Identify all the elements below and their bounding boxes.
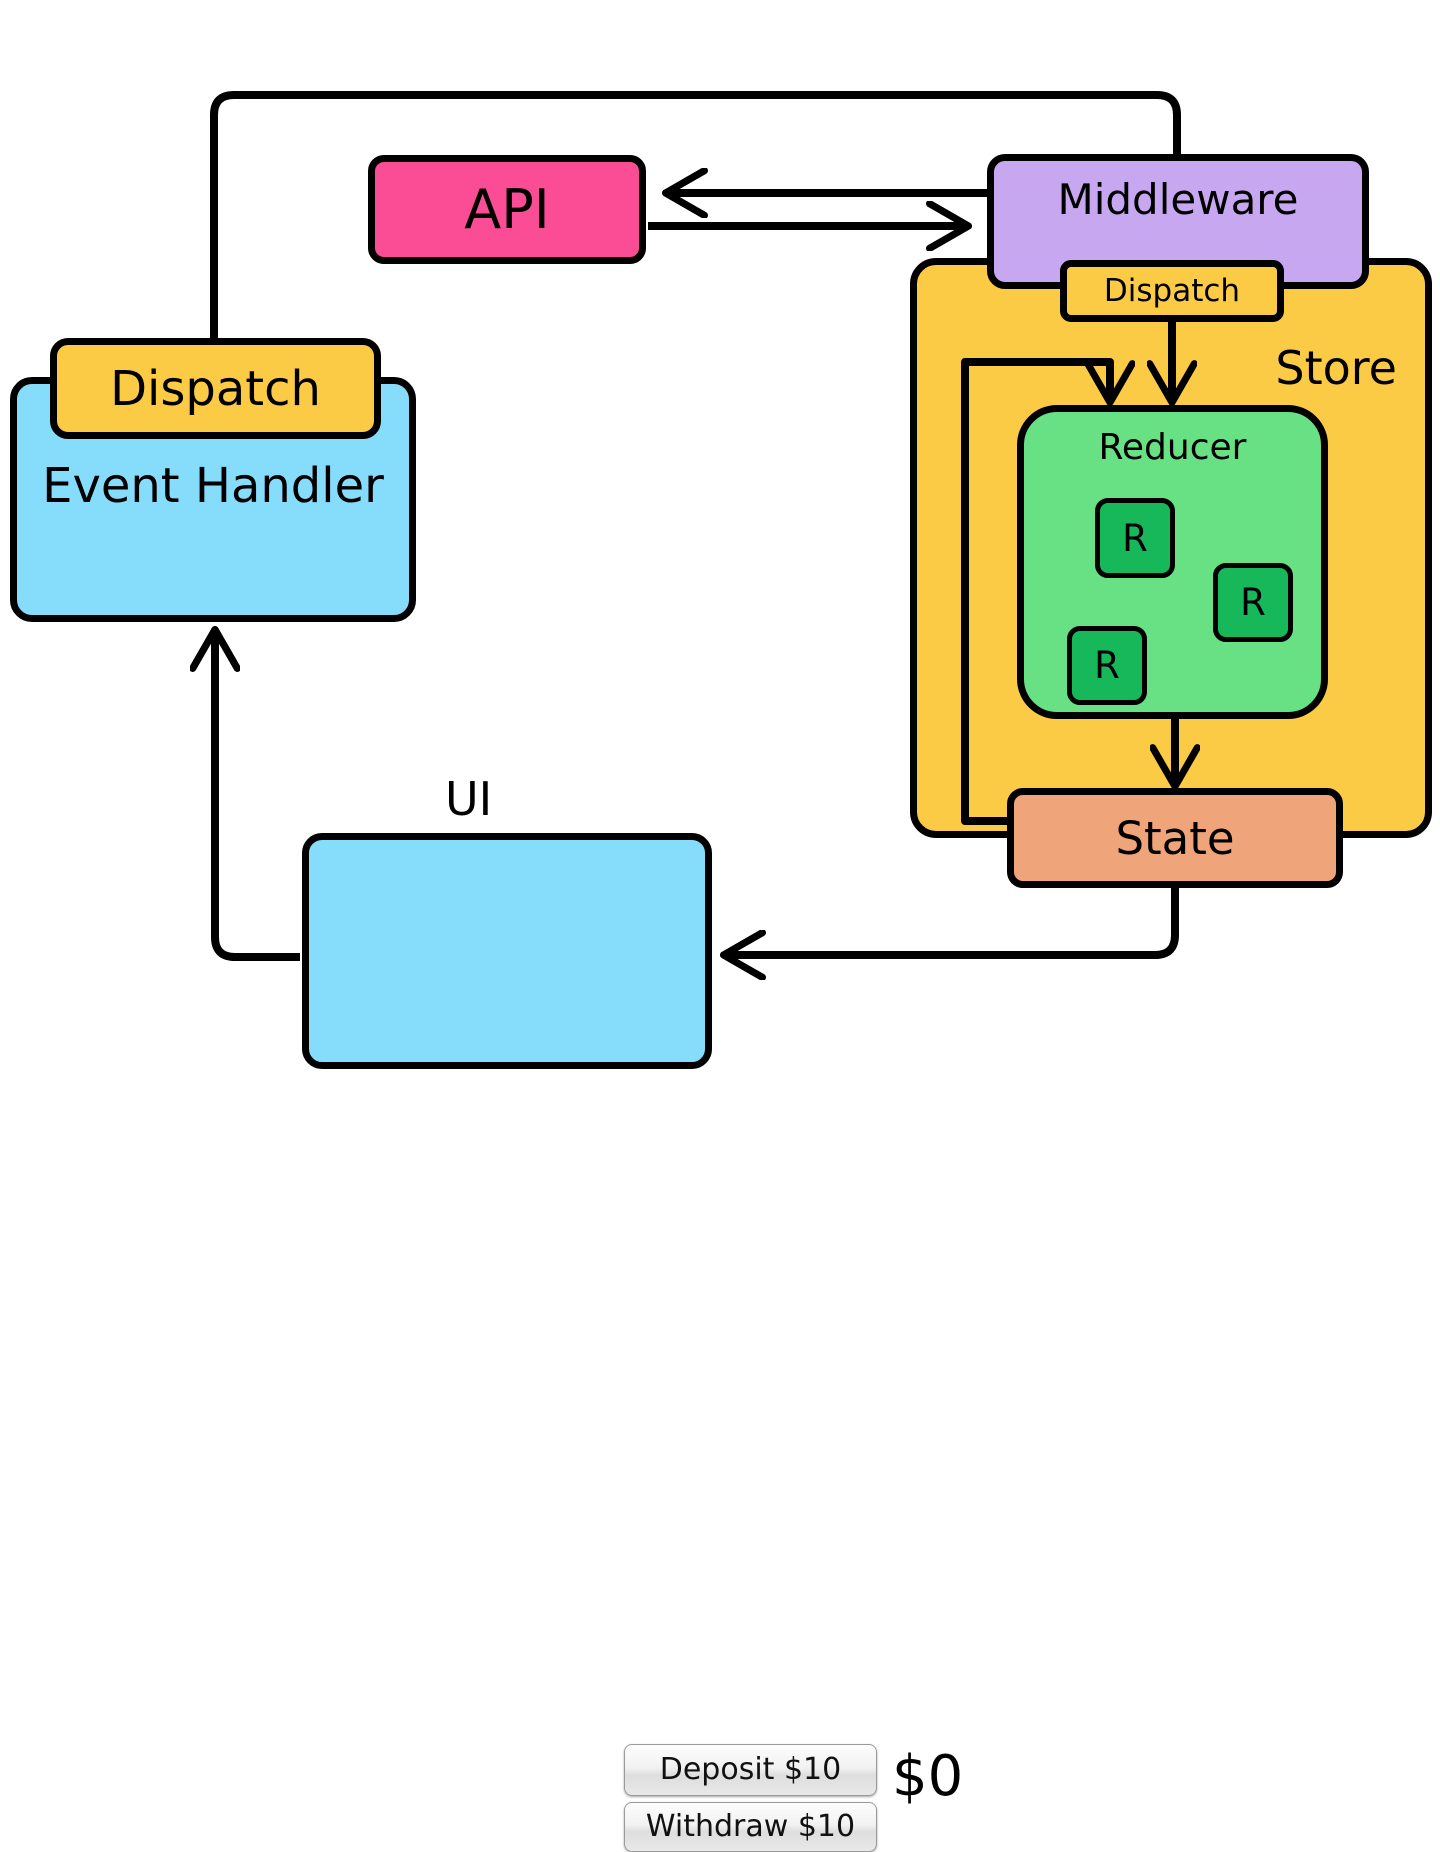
deposit-button-label: Deposit $10	[659, 1752, 842, 1787]
reducer-chip-label: R	[1240, 581, 1266, 624]
edge-ui-to-event-handler	[215, 632, 300, 961]
withdraw-button[interactable]: Withdraw $10	[624, 1802, 877, 1852]
event-handler-label: Event Handler	[42, 458, 384, 514]
store-dispatch-node[interactable]: Dispatch	[1060, 260, 1284, 322]
ui-label: UI	[445, 772, 493, 826]
reducer-chip[interactable]: R	[1067, 626, 1147, 705]
ui-panel[interactable]: Deposit $10 Withdraw $10 $0	[302, 833, 963, 1852]
state-label: State	[1115, 811, 1235, 865]
state-node[interactable]: State	[1007, 788, 1343, 888]
deposit-button[interactable]: Deposit $10	[624, 1744, 877, 1796]
reducer-chip-label: R	[1122, 516, 1148, 560]
reducer-chip[interactable]: R	[1213, 563, 1293, 642]
balance-value: $0	[892, 1744, 964, 1809]
api-node[interactable]: API	[368, 155, 646, 264]
store-dispatch-label: Dispatch	[1103, 272, 1241, 309]
event-handler-dispatch-node[interactable]: Dispatch	[50, 338, 381, 439]
reducer-label: Reducer	[1098, 427, 1247, 468]
diagram-canvas: API Middleware Store Dispatch Reducer R …	[10, 91, 1432, 1852]
api-label: API	[464, 177, 550, 241]
store-label: Store	[1275, 341, 1397, 395]
edge-state-to-ui	[726, 885, 1179, 955]
event-handler-dispatch-label: Dispatch	[110, 360, 321, 417]
reducer-chip-label: R	[1094, 644, 1120, 687]
edge-dispatch-to-middleware	[210, 91, 1181, 352]
withdraw-button-label: Withdraw $10	[645, 1809, 856, 1844]
middleware-label: Middleware	[1057, 175, 1299, 224]
reducer-chip[interactable]: R	[1095, 498, 1175, 578]
